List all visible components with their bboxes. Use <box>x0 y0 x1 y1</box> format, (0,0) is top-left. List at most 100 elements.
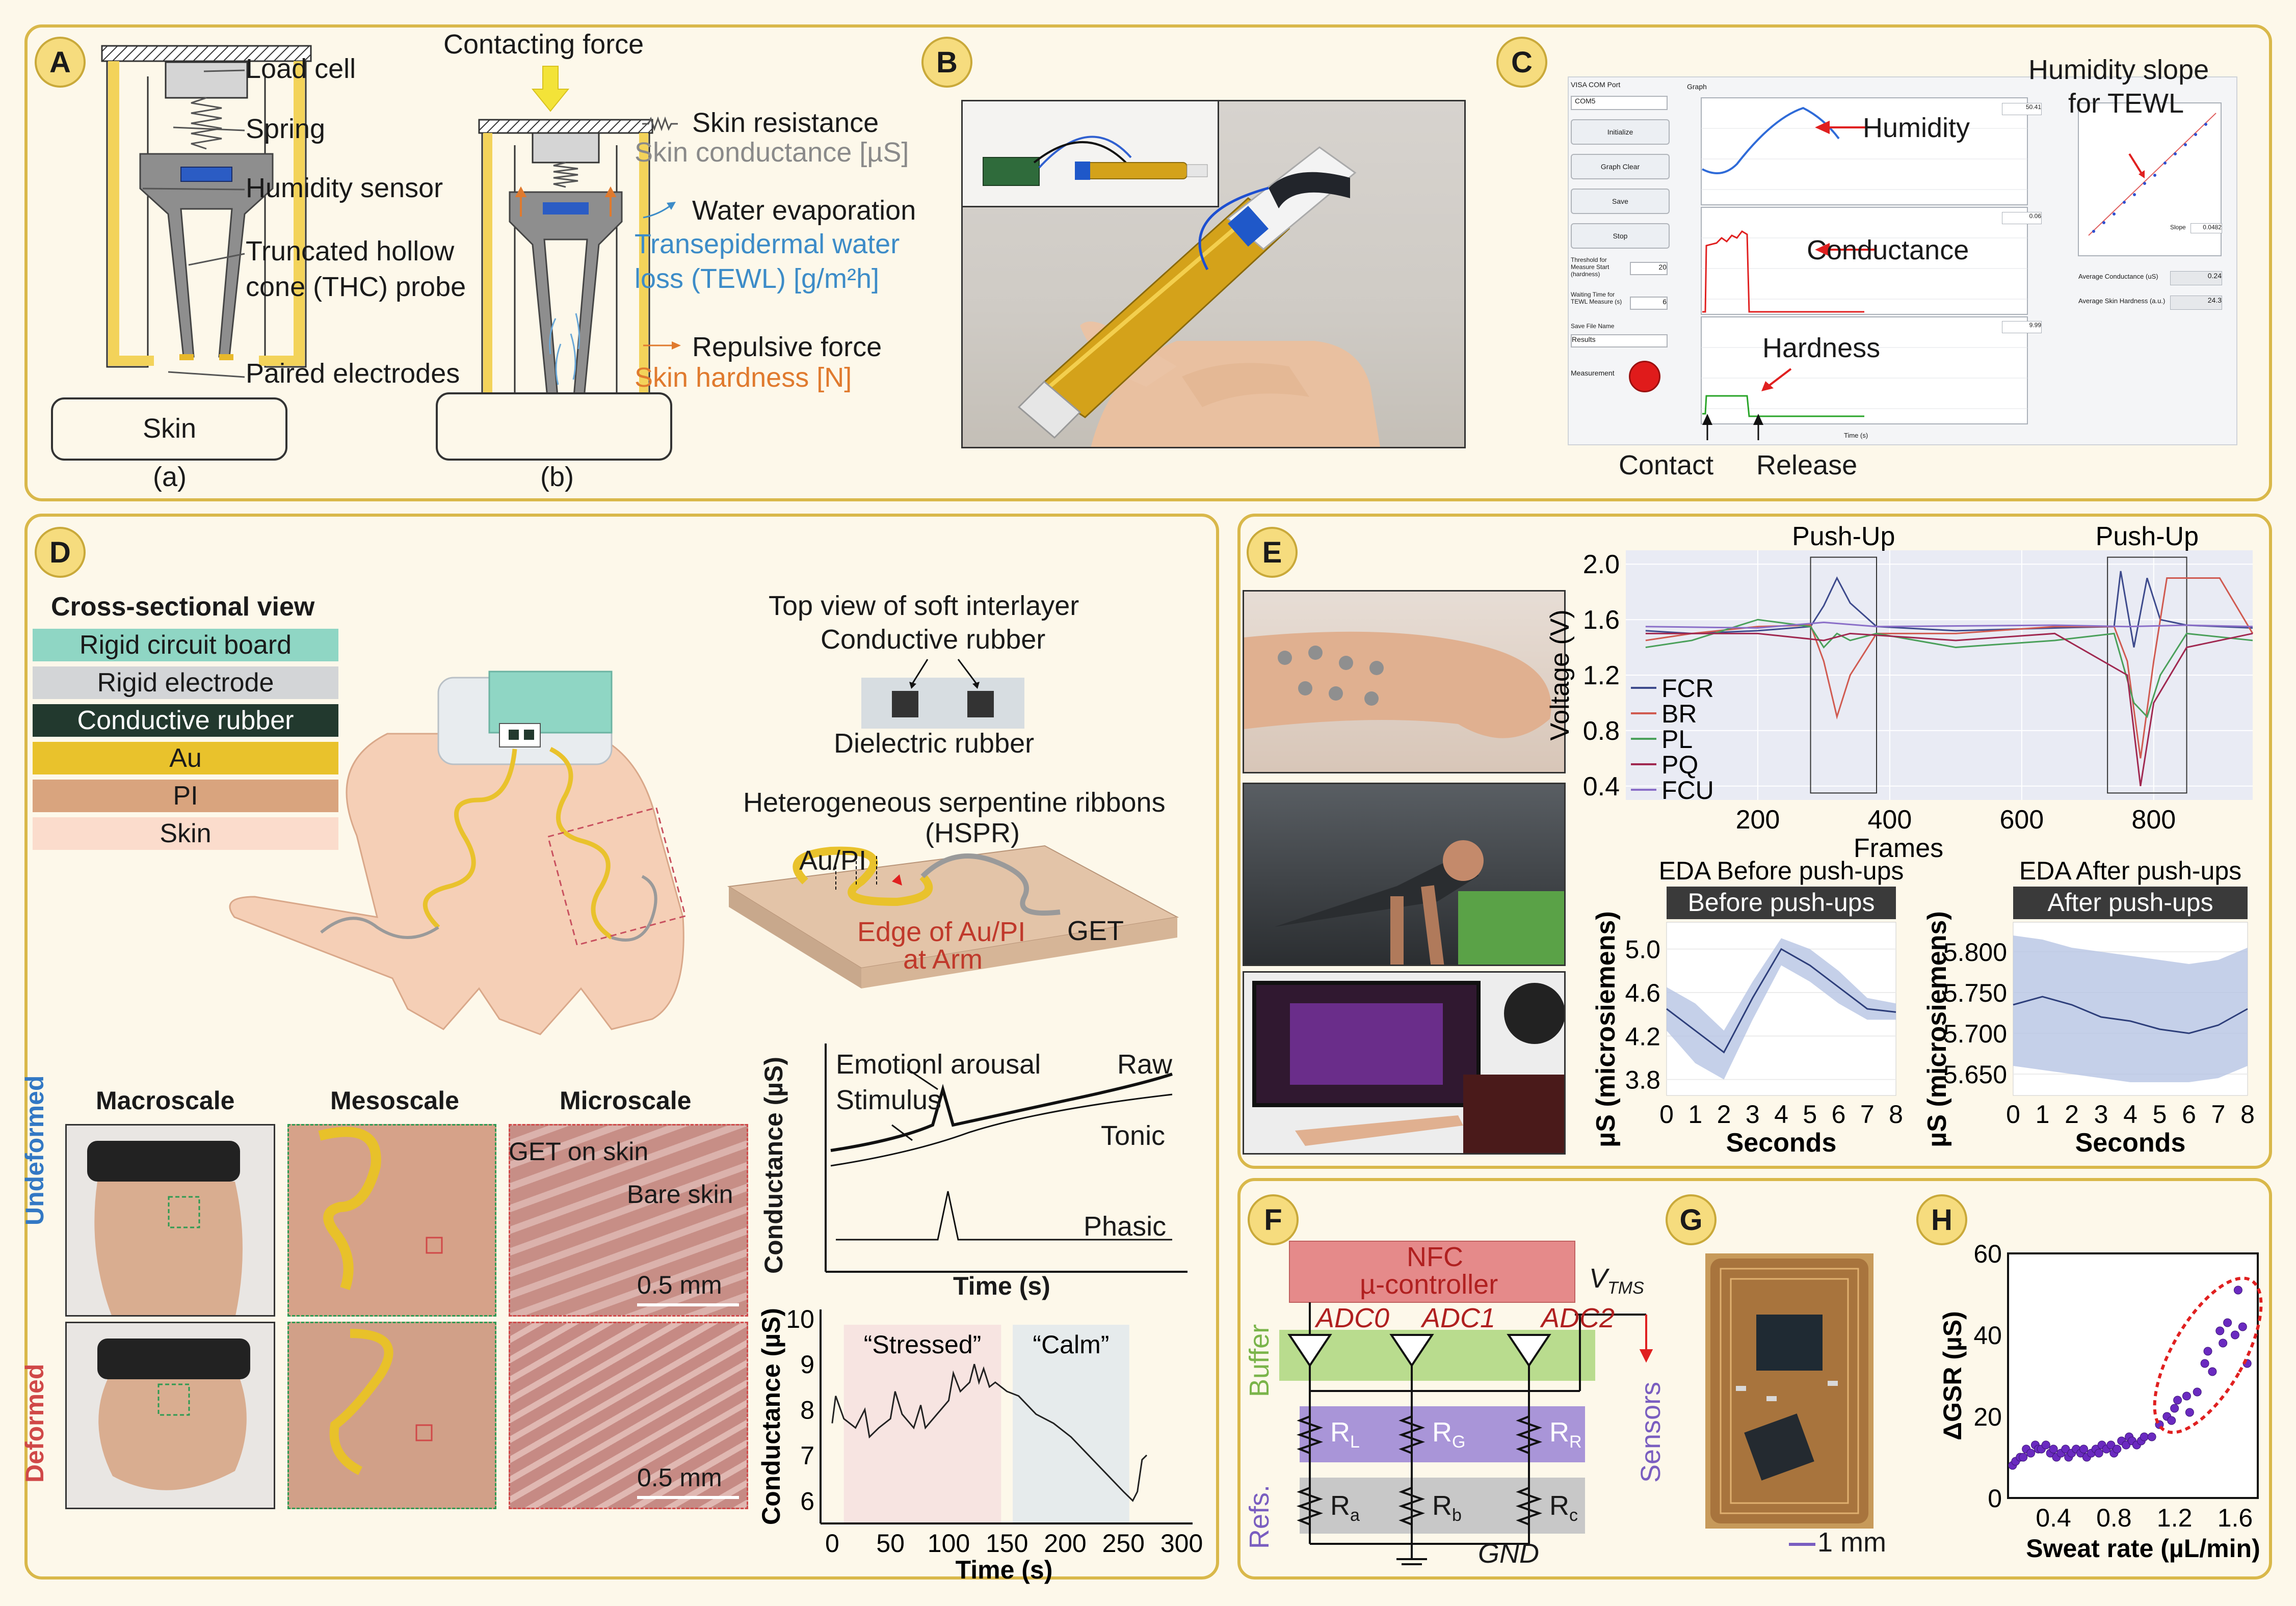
y-tick-label: 5.0 <box>1625 935 1660 964</box>
hspr-block-illustration <box>727 845 1179 988</box>
data-point <box>2079 1444 2088 1454</box>
repulsive-force-icon <box>643 341 681 350</box>
buffer-label: Buffer <box>1244 1324 1275 1397</box>
cross-section-title: Cross-sectional view <box>51 592 315 622</box>
chart-title: EDA After push-ups <box>2019 856 2241 885</box>
nfc-board-photo <box>1705 1253 1873 1529</box>
badge-g: G <box>1666 1194 1717 1245</box>
x-tick-label: 3 <box>2094 1100 2108 1129</box>
region-0 <box>843 1325 1001 1523</box>
gnd-label: GND <box>1478 1538 1539 1569</box>
gui-port-select[interactable]: COM5 <box>1571 96 1668 110</box>
gui-initialize-button[interactable]: Initialize <box>1571 119 1670 145</box>
data-point <box>2203 1347 2212 1356</box>
gui-stop-button[interactable]: Stop <box>1571 223 1670 249</box>
x-tick-label: 250 <box>1102 1529 1145 1558</box>
x-axis-title: Sweat rate (µL/min) <box>2026 1534 2260 1563</box>
skin-block-b <box>436 392 672 461</box>
nfc-label-2: µ-controller <box>1360 1269 1498 1300</box>
humidity-slope-title-1: Humidity slope <box>2028 55 2209 85</box>
y-tick-label: 8 <box>800 1396 814 1425</box>
y-tick-label: 10 <box>786 1305 814 1333</box>
nfc-label-1: NFC <box>1407 1242 1463 1272</box>
legend-label-br: BR <box>1661 700 1697 728</box>
x-tick-label: 7 <box>2211 1100 2226 1129</box>
gui-avg-hardness-label: Average Skin Hardness (a.u.) <box>2078 297 2166 305</box>
badge-a: A <box>35 37 86 88</box>
gui-hum-readout: 50.41 <box>2002 103 2042 115</box>
vr-monitor-art <box>1252 981 1564 1153</box>
y-axis-title: ΔGSR (µS) <box>1938 1311 1967 1440</box>
skin-resistance-label: Skin resistance <box>692 108 879 138</box>
g-scale-label: 1 mm <box>1817 1527 1886 1558</box>
hardness-callout: Hardness <box>1762 333 1881 363</box>
mean-line <box>2013 996 2248 1034</box>
data-point <box>2170 1404 2179 1413</box>
facet-header <box>1667 887 1896 919</box>
confidence-band <box>2013 935 2248 1082</box>
x-tick-label: 200 <box>1736 805 1780 835</box>
facet-header-label: After push-ups <box>2047 888 2213 917</box>
data-point <box>2208 1367 2217 1376</box>
region-label-1: “Calm” <box>1033 1330 1109 1359</box>
x-tick-label: 0 <box>825 1529 839 1558</box>
y-tick-label: 1.6 <box>1583 605 1620 635</box>
y-tick-label: 1.2 <box>1583 661 1620 690</box>
y-tick-label: 5.700 <box>1943 1020 2007 1048</box>
x-tick-label: 8 <box>1889 1100 1903 1129</box>
gui-hardness-arrow <box>1761 368 1792 391</box>
gui-threshold-input[interactable]: 20 <box>1630 262 1668 275</box>
gui-hard-readout: 9.99 <box>2002 321 2042 333</box>
layer-label-2: Conductive rubber <box>77 706 294 735</box>
y-tick-label: 0.8 <box>1583 716 1620 746</box>
rb-main: R <box>1432 1490 1452 1521</box>
d-top-ylabel: Conductance (µS) <box>759 1056 788 1274</box>
y-tick-label: 5.650 <box>1943 1060 2007 1089</box>
water-evaporation-icon <box>643 202 676 219</box>
x-axis-title: Seconds <box>2075 1128 2186 1158</box>
soft-interlayer-top-view <box>861 659 1024 729</box>
y-tick-label: 5.800 <box>1943 938 2007 967</box>
data-point <box>2215 1326 2225 1335</box>
legend-label-fcr: FCR <box>1661 674 1714 703</box>
y-tick-label: 40 <box>1973 1321 2002 1350</box>
contact-label: Contact <box>1619 450 1714 480</box>
vtms-main: V <box>1589 1263 1608 1294</box>
skin-block-a <box>51 397 287 461</box>
bare-skin-label: Bare skin <box>627 1180 733 1209</box>
x-tick-label: 8 <box>2240 1100 2255 1129</box>
rr-label: RR <box>1549 1416 1582 1452</box>
gui-waiting-input[interactable]: 6 <box>1630 297 1668 310</box>
x-tick-label: 6 <box>2182 1100 2196 1129</box>
series-line-fcr <box>1645 571 2253 648</box>
undeformed-label: Undeformed <box>20 1075 49 1225</box>
data-point <box>2185 1408 2194 1417</box>
gui-measurement-led[interactable] <box>1629 361 1660 392</box>
plot-frame <box>2007 1252 2259 1499</box>
conductance-line <box>831 1363 1148 1502</box>
x-tick-label: 600 <box>1999 805 2044 835</box>
gui-save-file-input[interactable]: Results <box>1571 334 1668 347</box>
gui-graph-clear-button[interactable]: Graph Clear <box>1571 154 1670 179</box>
gui-save-button[interactable]: Save <box>1571 189 1670 214</box>
x-tick-label: 0 <box>2006 1100 2020 1129</box>
ra-sub: a <box>1350 1505 1360 1525</box>
phasic-label: Phasic <box>1084 1211 1167 1242</box>
micro-undeformed-photo <box>509 1124 748 1317</box>
gui-avg-conductance-value: 0.24 <box>2170 271 2222 285</box>
hspr-title-2: (HSPR) <box>925 818 1020 848</box>
layer-label-0: Rigid circuit board <box>79 630 292 660</box>
region-label-0: “Stressed” <box>864 1330 982 1359</box>
rr-main: R <box>1549 1417 1569 1448</box>
hand-holding-probe <box>1017 146 1381 447</box>
x-tick-label: 200 <box>1044 1529 1086 1558</box>
region-1 <box>1013 1325 1129 1523</box>
scale-bar-undeformed <box>637 1303 739 1306</box>
rl-sub: L <box>1350 1432 1360 1452</box>
y-tick-label: 2.0 <box>1583 550 1620 579</box>
y-tick-label: 0.4 <box>1583 772 1620 801</box>
scale-undeformed: 0.5 mm <box>637 1271 722 1299</box>
gui-save-file-label: Save File Name <box>1571 323 1615 330</box>
